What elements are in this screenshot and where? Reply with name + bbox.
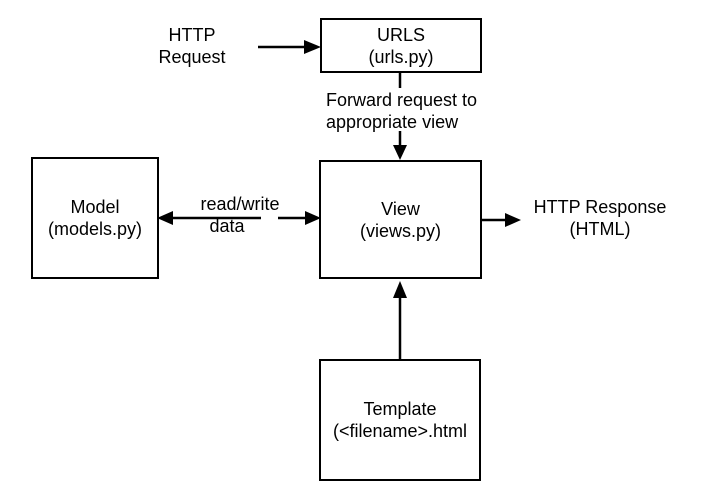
forward-request-label-line2: appropriate view [326, 112, 459, 132]
model-node-file: (models.py) [47, 219, 143, 239]
view-node: View (views.py) [319, 160, 482, 279]
http-request-label-line1: HTTP [168, 25, 216, 45]
read-write-data-label-line2: data [209, 216, 245, 236]
template-node-file: (<filename>.html [332, 421, 468, 441]
urls-to-view-arrow [393, 73, 407, 160]
http-request-label-line2: Request [158, 47, 226, 67]
model-to-view-arrow [278, 211, 321, 225]
view-to-model-arrow [157, 211, 261, 225]
forward-request-label-line1: Forward request to [326, 90, 478, 110]
forward-request-label: Forward request to appropriate view [326, 89, 496, 133]
model-node: Model (models.py) [31, 157, 159, 279]
view-node-file: (views.py) [359, 220, 441, 241]
http-response-label: HTTP Response (HTML) [518, 196, 682, 240]
http-response-label-line2: (HTML) [569, 219, 631, 239]
view-node-title: View [381, 198, 420, 219]
read-write-data-label: read/write data [185, 193, 295, 237]
template-node: Template (<filename>.html [319, 359, 481, 481]
http-request-label: HTTP Request [146, 24, 238, 68]
http-response-label-line1: HTTP Response [533, 197, 667, 217]
urls-node-file: (urls.py) [368, 46, 434, 67]
model-node-title: Model [70, 197, 120, 217]
urls-node-title: URLS [376, 24, 425, 45]
http-response-arrow [482, 213, 521, 227]
urls-node: URLS (urls.py) [320, 18, 482, 73]
template-to-view-arrow [393, 281, 407, 359]
template-node-title: Template [363, 399, 437, 419]
read-write-data-label-line1: read/write [200, 194, 280, 214]
http-request-arrow [258, 40, 321, 54]
